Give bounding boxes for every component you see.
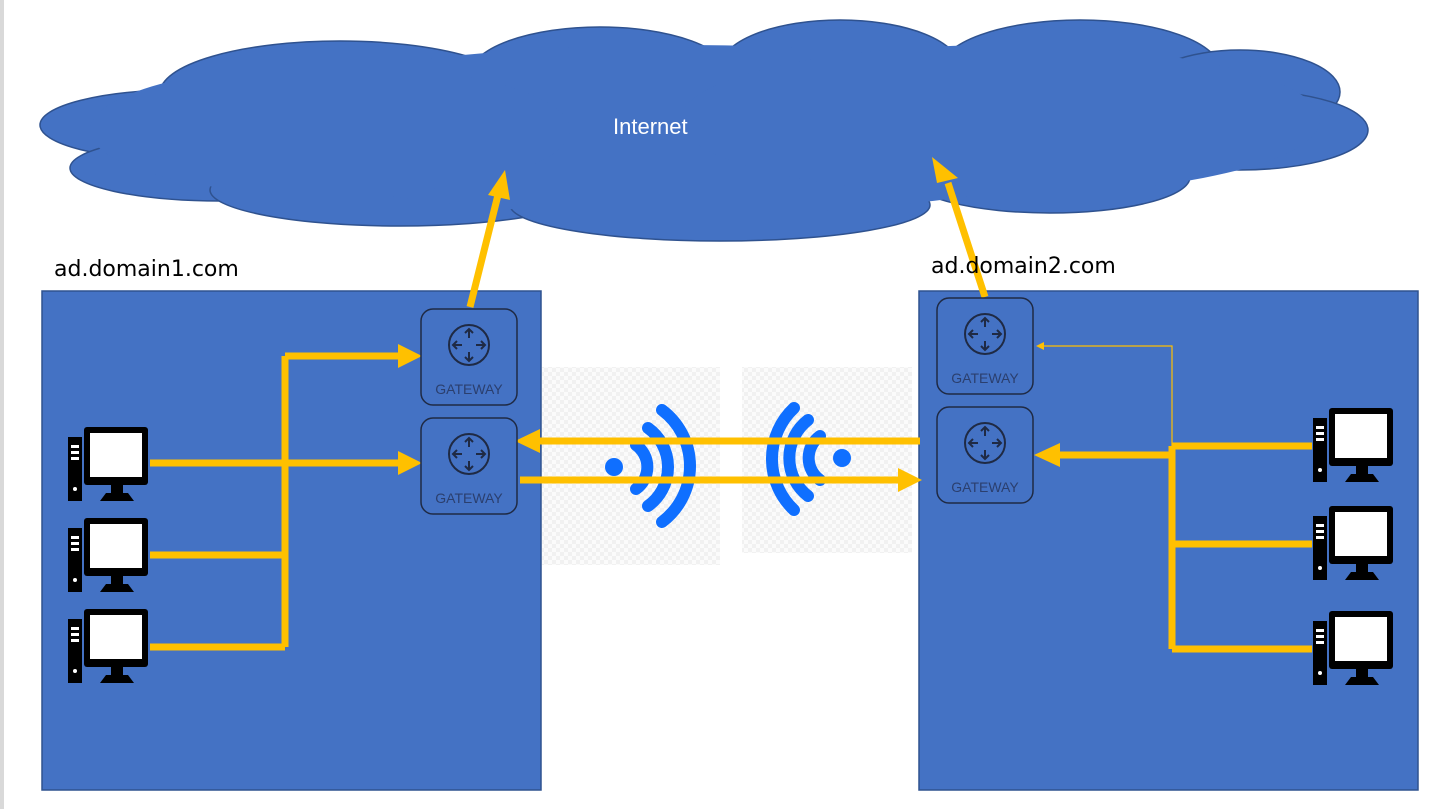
arrowheads — [398, 157, 1060, 492]
internet-label: Internet — [613, 114, 688, 139]
gateway-label: GATEWAY — [951, 479, 1019, 495]
domain1-label: ad.domain1.com — [54, 257, 239, 282]
router-icon: GATEWAY — [420, 417, 518, 515]
gateway-label: GATEWAY — [435, 381, 503, 397]
router-icon: GATEWAY — [420, 308, 518, 406]
router-icon: GATEWAY — [936, 406, 1034, 504]
page-left-border — [0, 0, 4, 809]
gateway-label: GATEWAY — [951, 370, 1019, 386]
connection-arrows — [150, 181, 1312, 653]
gateway-label: GATEWAY — [435, 490, 503, 506]
domain2-label: ad.domain2.com — [931, 254, 1116, 279]
thin-connection-line — [1044, 345, 1173, 446]
wifi-signal-icon — [605, 404, 696, 528]
router-icon: GATEWAY — [936, 297, 1034, 395]
internet-cloud — [39, 19, 1369, 242]
